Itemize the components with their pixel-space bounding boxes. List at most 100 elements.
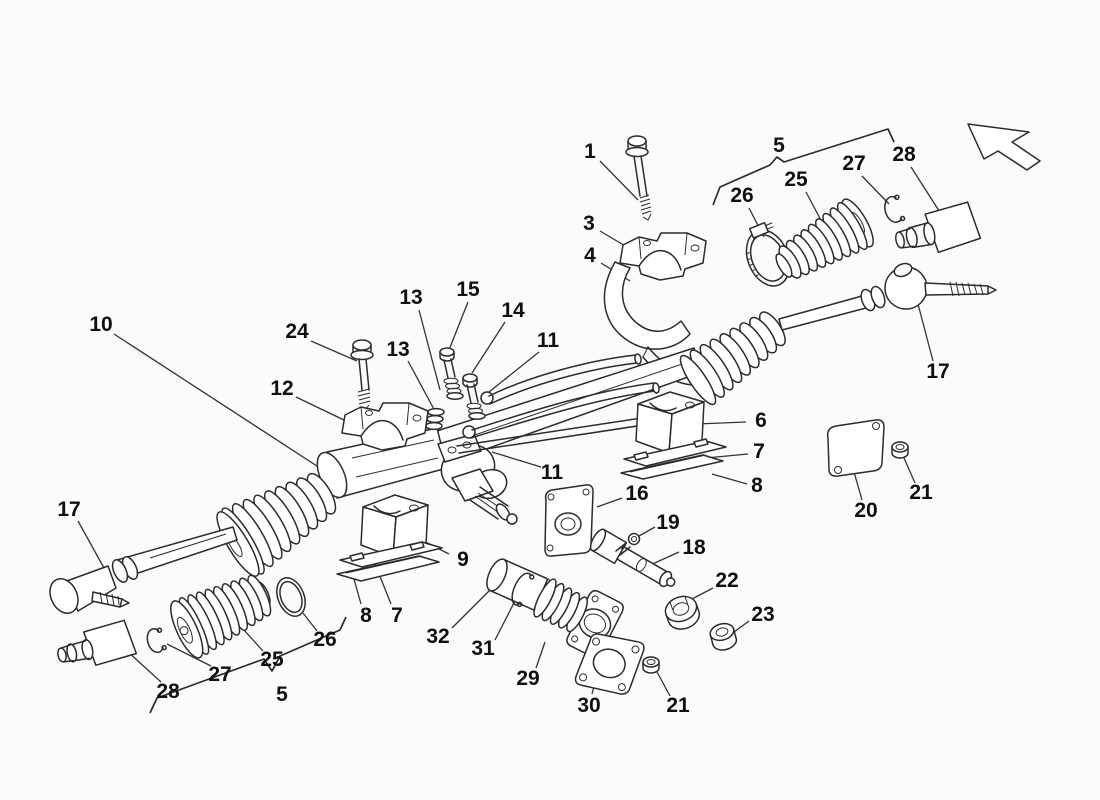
part-number-label-25: 25 bbox=[784, 168, 808, 191]
leader-line-21 bbox=[903, 457, 916, 484]
mount-block-right bbox=[635, 391, 705, 454]
leader-line-13 bbox=[407, 360, 437, 414]
part-number-label-32: 32 bbox=[426, 625, 450, 648]
part-number-label-29: 29 bbox=[516, 667, 540, 690]
leader-line-23 bbox=[733, 620, 750, 633]
part-number-label-19: 19 bbox=[656, 511, 680, 534]
flanged-nut bbox=[664, 595, 701, 630]
leader-line-26 bbox=[302, 612, 318, 632]
leader-line-11 bbox=[488, 351, 540, 393]
rack-clamp-upper bbox=[619, 232, 707, 281]
part-number-label-25: 25 bbox=[260, 648, 284, 671]
part-number-label-13: 13 bbox=[386, 338, 410, 361]
leader-line-28 bbox=[910, 166, 944, 218]
part-number-label-5: 5 bbox=[276, 683, 288, 706]
bushing bbox=[709, 622, 738, 651]
leader-line-19 bbox=[638, 526, 656, 537]
part-number-label-12: 12 bbox=[270, 377, 294, 400]
part-number-label-3: 3 bbox=[583, 212, 595, 235]
leader-lines bbox=[77, 160, 944, 697]
part-number-label-24: 24 bbox=[285, 320, 309, 343]
bolt-mount bbox=[350, 339, 374, 411]
part-number-label-26: 26 bbox=[313, 628, 337, 651]
leader-line-16 bbox=[596, 497, 623, 508]
rack-valve-housing bbox=[437, 433, 518, 525]
part-number-label-28: 28 bbox=[156, 680, 180, 703]
tie-rod-right bbox=[778, 262, 997, 331]
part-number-label-23: 23 bbox=[751, 603, 775, 626]
leader-line-6 bbox=[696, 421, 747, 425]
part-number-label-28: 28 bbox=[892, 143, 916, 166]
part-number-label-1: 1 bbox=[584, 140, 596, 163]
group-brackets bbox=[149, 128, 895, 714]
orientation-arrow-icon bbox=[967, 123, 1041, 171]
rack-clamp-lower bbox=[341, 402, 429, 451]
group-bracket-5-0 bbox=[712, 128, 895, 206]
leader-line-15 bbox=[446, 301, 469, 356]
part-number-label-30: 30 bbox=[577, 694, 601, 717]
leader-line-28 bbox=[126, 650, 162, 683]
coupling-spring-ring bbox=[511, 572, 535, 608]
part-number-label-7: 7 bbox=[391, 604, 403, 627]
leader-line-29 bbox=[535, 641, 546, 669]
boot-spring-clamp-bottom bbox=[276, 577, 306, 617]
part-number-label-6: 6 bbox=[755, 409, 767, 432]
leader-line-31 bbox=[494, 596, 518, 641]
tie-rod-cover-top bbox=[894, 201, 982, 254]
leader-line-17 bbox=[917, 303, 934, 362]
adjuster-bolt bbox=[615, 532, 641, 556]
rack-boot-left bbox=[216, 472, 337, 577]
leader-line-1 bbox=[599, 160, 639, 201]
part-number-label-4: 4 bbox=[584, 244, 596, 267]
part-number-label-20: 20 bbox=[854, 499, 878, 522]
leader-line-21 bbox=[655, 669, 671, 697]
group-bracket-5-1 bbox=[149, 616, 347, 714]
adjuster-shaft bbox=[589, 528, 676, 588]
tie-rod-left bbox=[49, 526, 238, 614]
part-number-label-11: 11 bbox=[540, 461, 564, 484]
part-number-label-17: 17 bbox=[926, 360, 950, 383]
part-number-label-27: 27 bbox=[842, 152, 866, 175]
part-number-label-31: 31 bbox=[471, 637, 495, 660]
part-number-label-13: 13 bbox=[399, 286, 423, 309]
bolt-long bbox=[625, 135, 652, 221]
leader-line-24 bbox=[310, 340, 358, 362]
part-number-label-22: 22 bbox=[715, 569, 739, 592]
mount-plates-right bbox=[620, 438, 727, 480]
leader-line-27 bbox=[166, 643, 212, 667]
leader-line-27 bbox=[861, 175, 890, 205]
leader-line-14 bbox=[471, 321, 506, 374]
coupling-boot bbox=[533, 578, 624, 659]
leader-line-10 bbox=[113, 333, 341, 482]
rack-boot-right bbox=[679, 311, 786, 406]
leader-line-8 bbox=[711, 473, 748, 485]
circlip-top bbox=[884, 194, 906, 223]
leader-line-25 bbox=[242, 628, 264, 652]
leader-line-13 bbox=[418, 309, 441, 391]
access-cover-plate bbox=[826, 419, 885, 477]
circlip-bottom bbox=[146, 627, 167, 654]
tie-rod-cover-bottom bbox=[57, 619, 138, 666]
part-number-label-27: 27 bbox=[208, 663, 232, 686]
leader-line-22 bbox=[691, 587, 714, 600]
part-number-label-5: 5 bbox=[773, 134, 785, 157]
leader-line-12 bbox=[295, 396, 347, 422]
part-number-label-7: 7 bbox=[753, 440, 765, 463]
part-number-label-10: 10 bbox=[89, 313, 113, 336]
leader-line-32 bbox=[451, 585, 495, 629]
part-number-label-21: 21 bbox=[666, 694, 690, 717]
coupling-gasket bbox=[574, 633, 645, 695]
part-number-label-15: 15 bbox=[456, 278, 480, 301]
part-number-label-21: 21 bbox=[909, 481, 933, 504]
mount-plates-left bbox=[336, 541, 443, 582]
leader-line-11 bbox=[491, 451, 542, 468]
steering-boot-top bbox=[775, 198, 874, 279]
part-number-label-17: 17 bbox=[57, 498, 81, 521]
banjo-bolt-washers bbox=[425, 347, 486, 431]
part-number-label-14: 14 bbox=[501, 299, 525, 322]
leader-line-3 bbox=[599, 230, 628, 248]
part-number-label-9: 9 bbox=[457, 548, 469, 571]
part-number-label-11: 11 bbox=[536, 329, 560, 352]
